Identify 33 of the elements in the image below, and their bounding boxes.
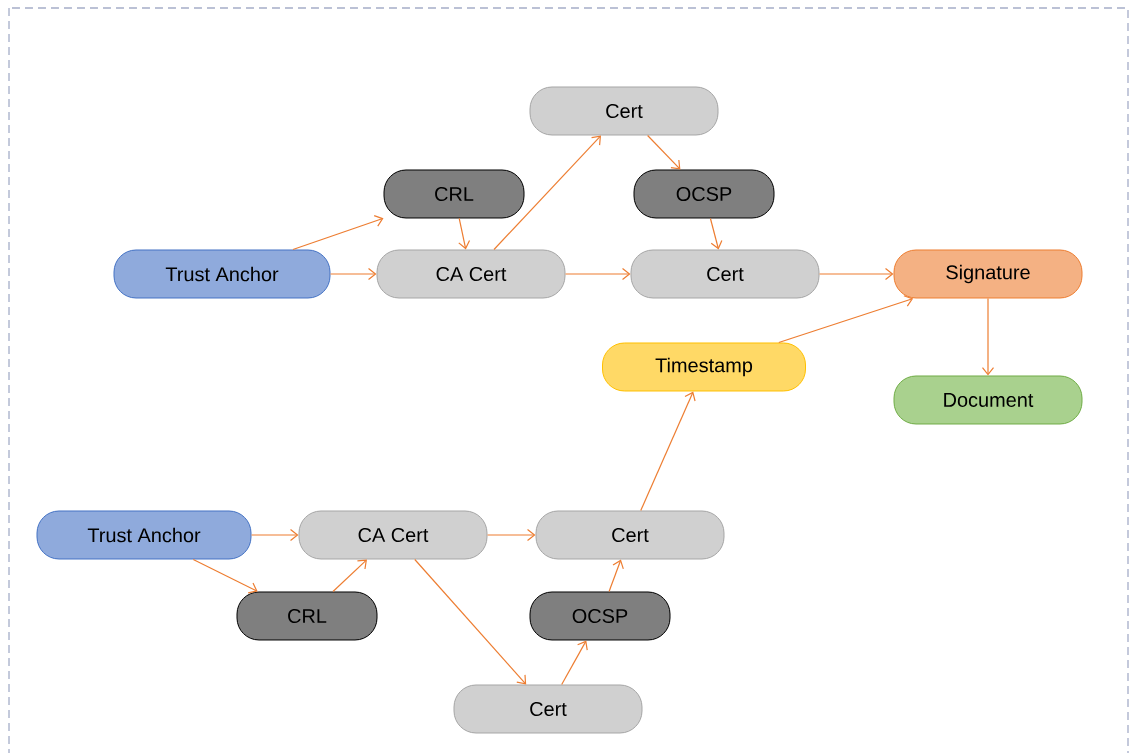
arrow	[564, 267, 631, 281]
arrow	[981, 297, 995, 376]
arrow	[414, 558, 527, 685]
cert-box: CA Cert	[298, 510, 488, 560]
arrow	[192, 558, 258, 594]
arrow	[709, 217, 723, 250]
arrow	[250, 528, 299, 542]
arrow	[332, 559, 367, 593]
arrow	[640, 391, 696, 512]
cert-box: Cert	[630, 249, 820, 299]
arrow	[608, 559, 624, 593]
arrow	[329, 267, 377, 281]
arrow	[647, 134, 681, 170]
arrow	[778, 295, 914, 344]
status-box: OCSP	[529, 591, 671, 641]
anchor-box: Trust Anchor	[113, 249, 331, 299]
anchor-box: Trust Anchor	[36, 510, 252, 560]
cert-box: Cert	[535, 510, 725, 560]
arrow	[486, 528, 536, 542]
arrow	[458, 217, 471, 250]
timestamp-box: Timestamp	[602, 342, 806, 392]
cert-box: Cert	[529, 86, 719, 136]
status-box: OCSP	[633, 169, 775, 219]
document-box: Document	[893, 375, 1083, 425]
status-box: CRL	[236, 591, 378, 641]
cert-box: CA Cert	[376, 249, 566, 299]
arrow	[493, 135, 602, 251]
status-box: CRL	[383, 169, 525, 219]
signature-box: Signature	[893, 249, 1083, 299]
arrow	[818, 267, 894, 281]
arrow	[292, 215, 384, 251]
arrow	[561, 640, 588, 686]
cert-box: Cert	[453, 684, 643, 734]
